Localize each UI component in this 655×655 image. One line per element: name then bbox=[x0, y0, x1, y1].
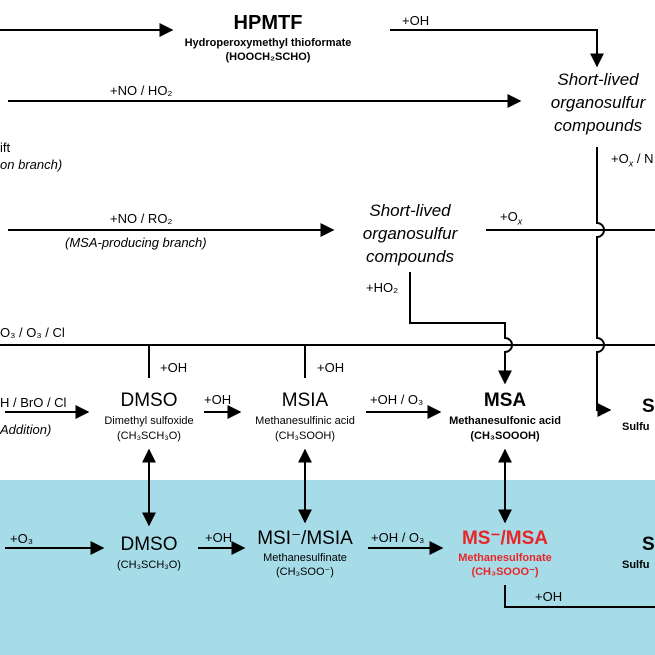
dmso-gas-name: DMSO bbox=[120, 390, 178, 411]
msa-gas-formula: (CH₃SOOOH) bbox=[470, 430, 540, 442]
msi-aq-full-name: Methanesulfinate bbox=[263, 552, 347, 564]
label-o3-o3-cl: O₃ / O₃ / Cl bbox=[0, 325, 65, 340]
label-oh-o3-msia-msa: +OH / O₃ bbox=[370, 392, 424, 407]
aqueous-phase-region bbox=[0, 480, 655, 655]
dmso-gas-full-name: Dimethyl sulfoxide bbox=[104, 415, 194, 427]
arrow-ho2-to-msa bbox=[409, 272, 513, 385]
right-s-aq-name: S bbox=[642, 534, 655, 555]
label-no-ho2: +NO / HO₂ bbox=[110, 83, 173, 98]
right-s-aq-full: Sulfu bbox=[622, 559, 650, 571]
label-oh-aq-1: +OH bbox=[205, 530, 233, 545]
hpmtf-name: HPMTF bbox=[233, 12, 303, 34]
ms-aq-full-name: Methanesulfonate bbox=[458, 552, 552, 564]
label-o3-aq: +O₃ bbox=[10, 531, 33, 546]
label-msa-producing-branch: (MSA-producing branch) bbox=[65, 235, 207, 250]
label-addition: Addition) bbox=[0, 422, 52, 437]
msa-gas-name: MSA bbox=[483, 390, 527, 411]
label-shift-2: on branch) bbox=[0, 157, 63, 172]
arrow-hpmtf-to-slv bbox=[390, 29, 604, 68]
msia-gas-full-name: Methanesulfinic acid bbox=[255, 415, 355, 427]
label-shift-1: ift bbox=[0, 140, 11, 155]
label-oh-dmso-rise: +OH bbox=[160, 360, 188, 375]
label-ox-no: +Ox / N bbox=[611, 151, 654, 169]
label-oh-o3-aq: +OH / O₃ bbox=[371, 530, 425, 545]
msa-gas-full-name: Methanesulfonic acid bbox=[449, 415, 561, 427]
label-ho2: +HO₂ bbox=[366, 280, 399, 295]
ms-aq-name: MS⁻/MSA bbox=[461, 528, 549, 549]
label-oh-msia-rise: +OH bbox=[317, 360, 345, 375]
hpmtf-formula: (HOOCH₂SCHO) bbox=[225, 51, 311, 63]
msia-gas-name: MSIA bbox=[281, 390, 329, 411]
dmso-aq-formula: (CH₃SCH₃O) bbox=[117, 559, 181, 571]
dmso-aq-name: DMSO bbox=[120, 534, 178, 555]
msia-gas-formula: (CH₃SOOH) bbox=[274, 430, 336, 442]
label-ox-mid: +Ox bbox=[500, 209, 523, 227]
arrow-ms-oh bbox=[504, 585, 655, 608]
hpmtf-full-name: Hydroperoxymethyl thioformate bbox=[184, 37, 352, 49]
label-oh-dmso-msia: +OH bbox=[204, 392, 232, 407]
label-h-bro-cl: H / BrO / Cl bbox=[0, 395, 67, 410]
label-oh-bottom: +OH bbox=[535, 589, 563, 604]
right-s-gas-full: Sulfu bbox=[622, 421, 650, 433]
label-oh-hpmtf: +OH bbox=[402, 13, 430, 28]
msi-aq-name: MSI⁻/MSIA bbox=[257, 528, 353, 549]
arrow-slv-to-s bbox=[596, 147, 612, 417]
ms-aq-formula: (CH₃SOOO⁻) bbox=[471, 566, 539, 578]
dmso-gas-formula: (CH₃SCH₃O) bbox=[117, 430, 181, 442]
msi-aq-formula: (CH₃SOO⁻) bbox=[276, 566, 334, 578]
right-s-gas-name: S bbox=[642, 396, 655, 417]
label-no-ro2: +NO / RO₂ bbox=[110, 211, 173, 226]
